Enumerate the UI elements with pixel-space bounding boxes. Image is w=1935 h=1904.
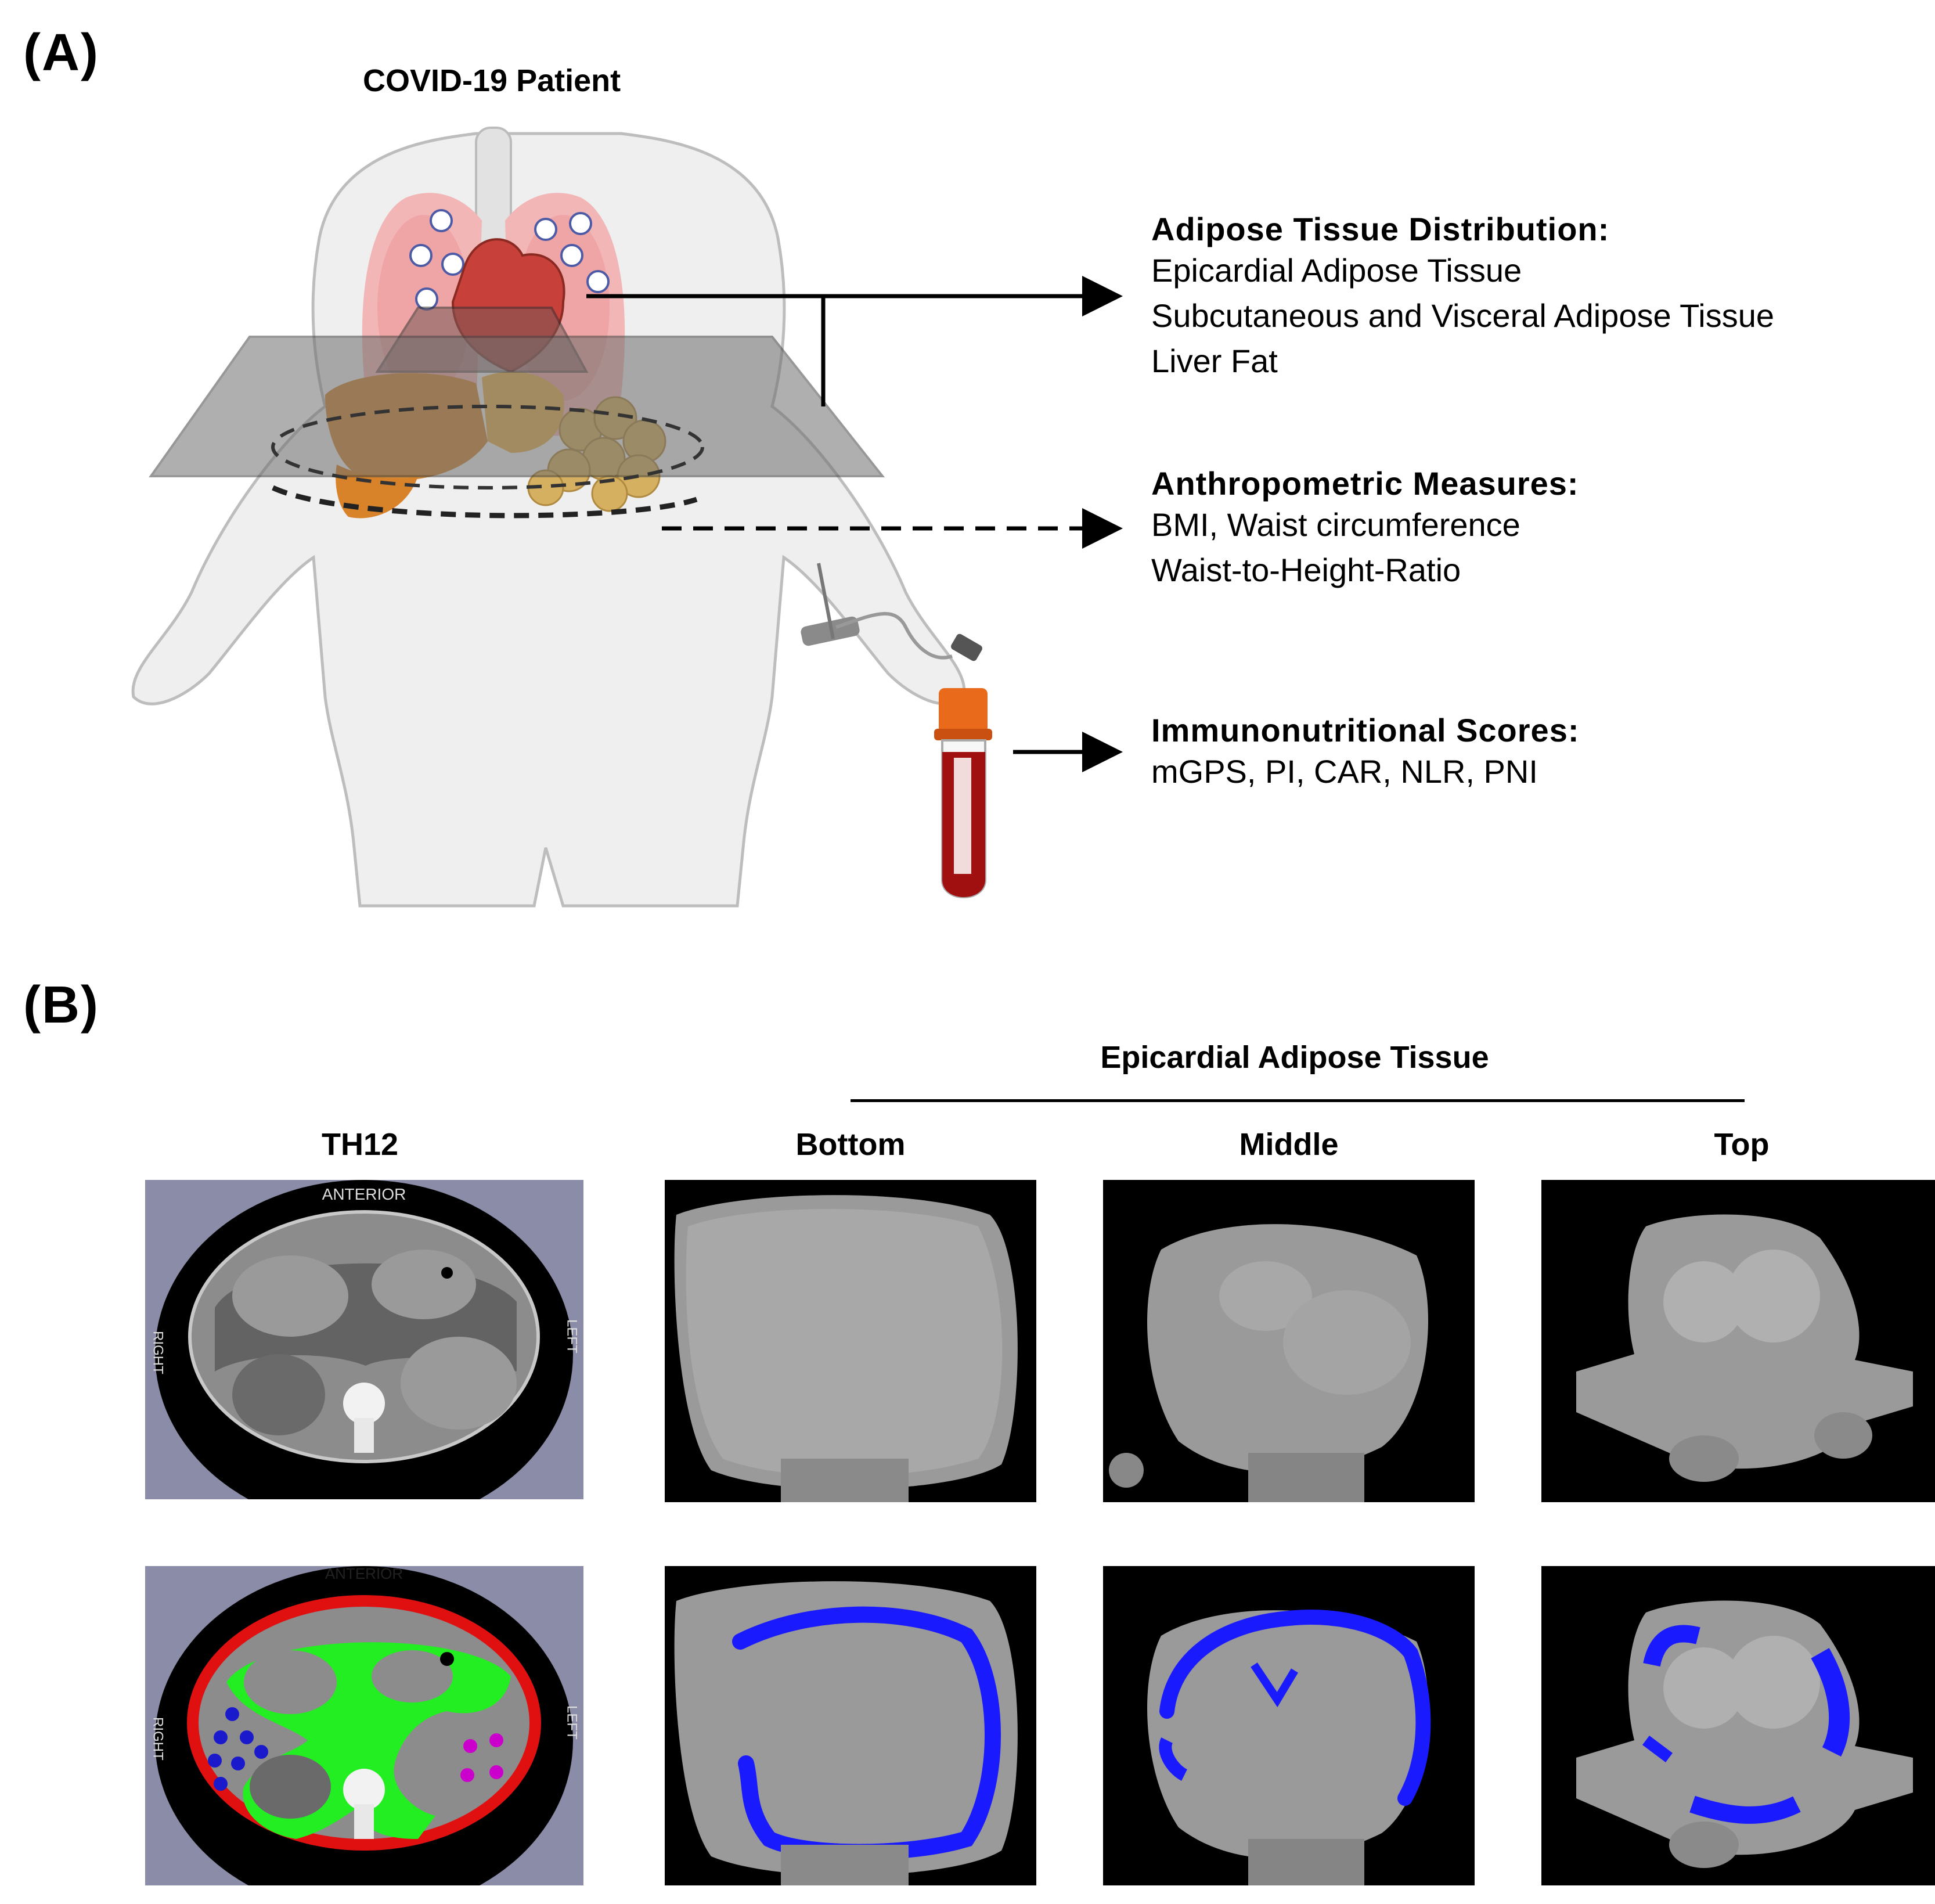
anthropometric-heading: Anthropometric Measures: xyxy=(1151,465,1579,502)
blood-tube xyxy=(934,688,992,898)
immunonutritional-line-1: mGPS, PI, CAR, NLR, PNI xyxy=(1151,753,1538,790)
patient-title: COVID-19 Patient xyxy=(363,63,621,98)
ct-right-label-2: RIGHT xyxy=(150,1717,166,1761)
panel-a-arrows xyxy=(586,276,1123,772)
ct-anterior-label: ANTERIOR xyxy=(322,1185,406,1203)
anthropometric-line-2: Waist-to-Height-Ratio xyxy=(1151,552,1461,588)
eat-header-rule xyxy=(851,1099,1745,1102)
ct-left-label: LEFT xyxy=(564,1319,580,1354)
waist-ellipse-upper xyxy=(271,405,704,490)
ct-right-label: RIGHT xyxy=(150,1331,166,1374)
ct-th12-original: ANTERIOR RIGHT LEFT xyxy=(145,1180,583,1499)
adipose-group: Adipose Tissue Distribution: Epicardial … xyxy=(1151,210,1774,384)
blue-markers xyxy=(208,1707,268,1791)
panel-b-label: (B) xyxy=(23,976,99,1034)
anthropometric-line-1: BMI, Waist circumference xyxy=(1151,506,1520,543)
column-top: Top xyxy=(1714,1127,1770,1162)
ct-eat-top-original xyxy=(1541,1180,1935,1502)
ct-eat-top-segmented xyxy=(1541,1566,1935,1885)
adipose-line-3: Liver Fat xyxy=(1151,343,1278,379)
eat-segmentation-bottom xyxy=(732,1606,1001,1860)
immunonutritional-group: Immunonutritional Scores: mGPS, PI, CAR,… xyxy=(1151,711,1580,794)
ct-eat-middle-segmented xyxy=(1103,1566,1475,1885)
eat-segmentation-top xyxy=(1643,1625,1700,1667)
immunonutritional-heading: Immunonutritional Scores: xyxy=(1151,712,1580,748)
adipose-line-1: Epicardial Adipose Tissue xyxy=(1151,252,1522,289)
column-bottom: Bottom xyxy=(795,1127,906,1162)
virus-icons xyxy=(409,209,610,311)
ct-eat-middle-original xyxy=(1103,1180,1475,1502)
adipose-heading: Adipose Tissue Distribution: xyxy=(1151,211,1610,247)
ct-th12-segmented: ANTERIOR RIGHT LEFT xyxy=(145,1566,583,1885)
tube-cap-icon xyxy=(939,688,988,735)
ct-eat-bottom-segmented xyxy=(665,1566,1036,1885)
column-th12: TH12 xyxy=(321,1127,399,1162)
ct-anterior-label-2: ANTERIOR xyxy=(325,1566,403,1582)
magenta-markers xyxy=(460,1733,503,1782)
adipose-line-2: Subcutaneous and Visceral Adipose Tissue xyxy=(1151,297,1775,334)
eat-segmentation-middle xyxy=(1159,1610,1431,1806)
column-middle: Middle xyxy=(1239,1127,1339,1162)
ct-left-label-2: LEFT xyxy=(564,1705,580,1740)
panel-a-label: (A) xyxy=(23,24,99,82)
ct-eat-bottom-original xyxy=(665,1180,1036,1502)
anthropometric-group: Anthropometric Measures: BMI, Waist circ… xyxy=(1151,465,1579,593)
eat-header: Epicardial Adipose Tissue xyxy=(1100,1040,1489,1075)
patient-illustration xyxy=(131,127,982,908)
